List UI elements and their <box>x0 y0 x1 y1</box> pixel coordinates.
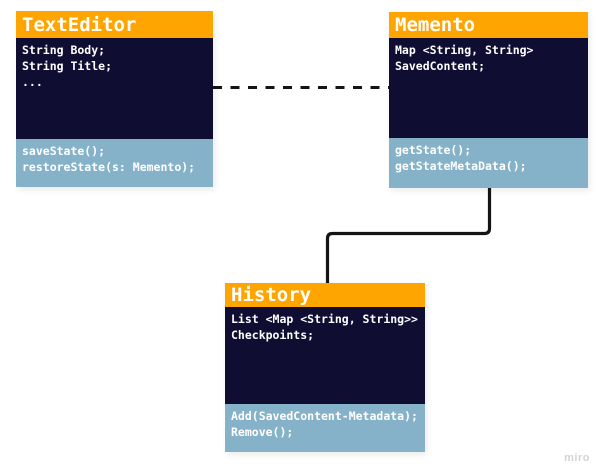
class-fields-memento[interactable]: Map <String, String> SavedContent; <box>389 38 588 138</box>
class-methods-memento[interactable]: getState(); getStateMetaData(); <box>389 138 588 188</box>
method-line: Remove(); <box>231 425 294 439</box>
method-line: getStateMetaData(); <box>395 159 527 173</box>
field-line: ... <box>22 75 43 89</box>
field-line: SavedContent; <box>395 59 486 73</box>
field-line: String Body; <box>22 43 106 57</box>
field-line: List <Map <String, String>> <box>231 312 418 326</box>
method-line: Add(SavedContent-Metadata); <box>231 409 418 423</box>
field-line: Checkpoints; <box>231 328 315 342</box>
class-fields-texteditor[interactable]: String Body; String Title; ... <box>16 38 213 139</box>
method-line: restoreState(s: Memento); <box>22 160 196 174</box>
class-box-history[interactable]: History List <Map <String, String>> Chec… <box>225 283 425 452</box>
miro-watermark: miro <box>564 452 590 464</box>
method-line: saveState(); <box>22 144 106 158</box>
class-box-texteditor[interactable]: TextEditor String Body; String Title; ..… <box>16 11 213 187</box>
class-fields-history[interactable]: List <Map <String, String>> Checkpoints; <box>225 307 425 404</box>
class-box-memento[interactable]: Memento Map <String, String> SavedConten… <box>389 12 588 188</box>
method-line: getState(); <box>395 143 472 157</box>
class-title-history[interactable]: History <box>225 283 425 307</box>
class-title-memento[interactable]: Memento <box>389 12 588 38</box>
memento-history-solid-connector[interactable] <box>325 184 492 286</box>
class-title-texteditor[interactable]: TextEditor <box>16 11 213 38</box>
field-line: Map <String, String> <box>395 43 534 57</box>
class-methods-history[interactable]: Add(SavedContent-Metadata); Remove(); <box>225 404 425 452</box>
class-methods-texteditor[interactable]: saveState(); restoreState(s: Memento); <box>16 139 213 187</box>
field-line: String Title; <box>22 59 113 73</box>
